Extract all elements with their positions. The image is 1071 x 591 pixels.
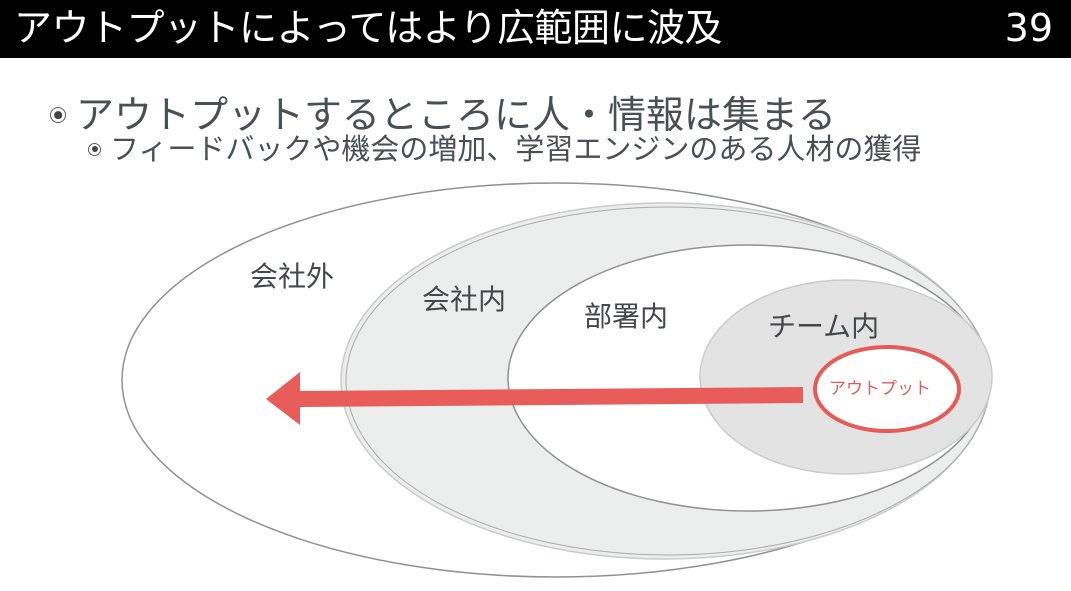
bullet-text: アウトプットするところに人・情報は集まる <box>76 93 837 137</box>
bullet-text: フィードバックや機会の増加、学習エンジンのある人材の獲得 <box>110 132 922 166</box>
label-inside-department: 部署内 <box>584 300 669 333</box>
radio-bullet-icon <box>50 107 66 123</box>
output-circle <box>813 345 961 433</box>
slide-title-bar: アウトプットによってはより広範囲に波及 39 <box>0 0 1071 58</box>
page-number: 39 <box>1004 6 1053 50</box>
label-inside-team: チーム内 <box>768 310 880 343</box>
spread-arrow-icon <box>266 372 803 425</box>
label-inside-company: 会社内 <box>422 283 507 316</box>
label-output: アウトプット <box>829 379 931 399</box>
label-outside-company: 会社外 <box>250 260 335 293</box>
bullet-item-level2: フィードバックや機会の増加、学習エンジンのある人材の獲得 <box>88 130 921 168</box>
slide-title: アウトプットによってはより広範囲に波及 <box>14 6 722 50</box>
radio-bullet-icon <box>88 142 101 156</box>
bullet-item-level1: アウトプットするところに人・情報は集まる <box>50 92 836 138</box>
